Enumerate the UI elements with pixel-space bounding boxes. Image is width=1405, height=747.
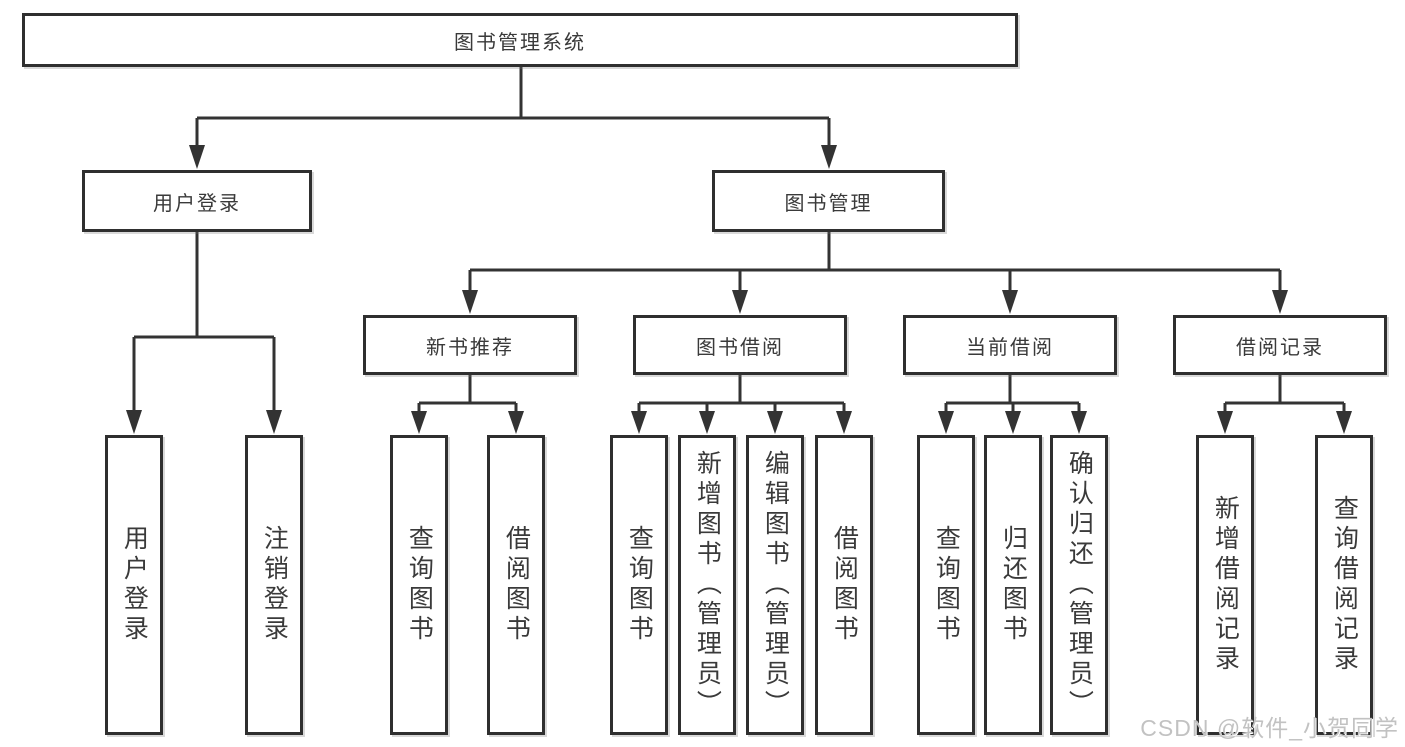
leaf-cb-confirm-return-admin: 确认归还（管理员） <box>1050 435 1108 735</box>
connector-book-borrow-children <box>631 375 852 434</box>
connector-book-mgmt-children <box>462 232 1288 314</box>
connector-borrow-record-children <box>1217 375 1352 434</box>
connector-user-login-children <box>126 232 282 434</box>
node-current-borrow-label: 当前借阅 <box>966 336 1054 359</box>
leaf-br-add-record-label: 新增借阅记录 <box>1211 495 1240 675</box>
node-book-management: 图书管理 <box>712 170 945 232</box>
leaf-user-login: 用户登录 <box>105 435 163 735</box>
leaf-cb-confirm-return-admin-label: 确认归还（管理员） <box>1065 450 1094 720</box>
leaf-bb-query-books: 查询图书 <box>610 435 668 735</box>
csdn-watermark: CSDN @软件_小贺同学 <box>1140 715 1399 741</box>
connector-new-book-children <box>411 375 524 434</box>
node-current-borrow: 当前借阅 <box>903 315 1117 375</box>
leaf-bb-add-books-admin: 新增图书（管理员） <box>678 435 736 735</box>
leaf-nb-borrow-books: 借阅图书 <box>487 435 545 735</box>
node-book-borrow-label: 图书借阅 <box>696 336 784 359</box>
leaf-bb-edit-books-admin-label: 编辑图书（管理员） <box>761 450 790 720</box>
node-user-login: 用户登录 <box>82 170 312 232</box>
leaf-nb-query-books-label: 查询图书 <box>405 525 434 645</box>
node-user-login-label: 用户登录 <box>153 192 241 215</box>
node-root-label: 图书管理系统 <box>454 31 586 54</box>
leaf-user-login-label: 用户登录 <box>120 525 149 645</box>
connector-current-borrow-children <box>938 375 1087 434</box>
leaf-bb-add-books-admin-label: 新增图书（管理员） <box>693 450 722 720</box>
node-new-book-recommend: 新书推荐 <box>363 315 577 375</box>
leaf-nb-borrow-books-label: 借阅图书 <box>502 525 531 645</box>
leaf-cb-return-books: 归还图书 <box>984 435 1042 735</box>
leaf-logout-label: 注销登录 <box>260 525 289 645</box>
connector-root-to-level2 <box>189 67 837 169</box>
leaf-bb-borrow-books: 借阅图书 <box>815 435 873 735</box>
node-borrow-record-label: 借阅记录 <box>1236 336 1324 359</box>
node-new-book-recommend-label: 新书推荐 <box>426 336 514 359</box>
leaf-nb-query-books: 查询图书 <box>390 435 448 735</box>
node-borrow-record: 借阅记录 <box>1173 315 1387 375</box>
leaf-br-query-record: 查询借阅记录 <box>1315 435 1373 735</box>
leaf-bb-edit-books-admin: 编辑图书（管理员） <box>746 435 804 735</box>
leaf-cb-return-books-label: 归还图书 <box>999 525 1028 645</box>
node-root-system: 图书管理系统 <box>22 13 1018 67</box>
leaf-bb-query-books-label: 查询图书 <box>625 525 654 645</box>
leaf-br-add-record: 新增借阅记录 <box>1196 435 1254 735</box>
node-book-borrow: 图书借阅 <box>633 315 847 375</box>
node-book-management-label: 图书管理 <box>784 192 873 215</box>
leaf-logout: 注销登录 <box>245 435 303 735</box>
leaf-cb-query-books-label: 查询图书 <box>932 525 961 645</box>
leaf-bb-borrow-books-label: 借阅图书 <box>830 525 859 645</box>
leaf-br-query-record-label: 查询借阅记录 <box>1330 495 1359 675</box>
leaf-cb-query-books: 查询图书 <box>917 435 975 735</box>
